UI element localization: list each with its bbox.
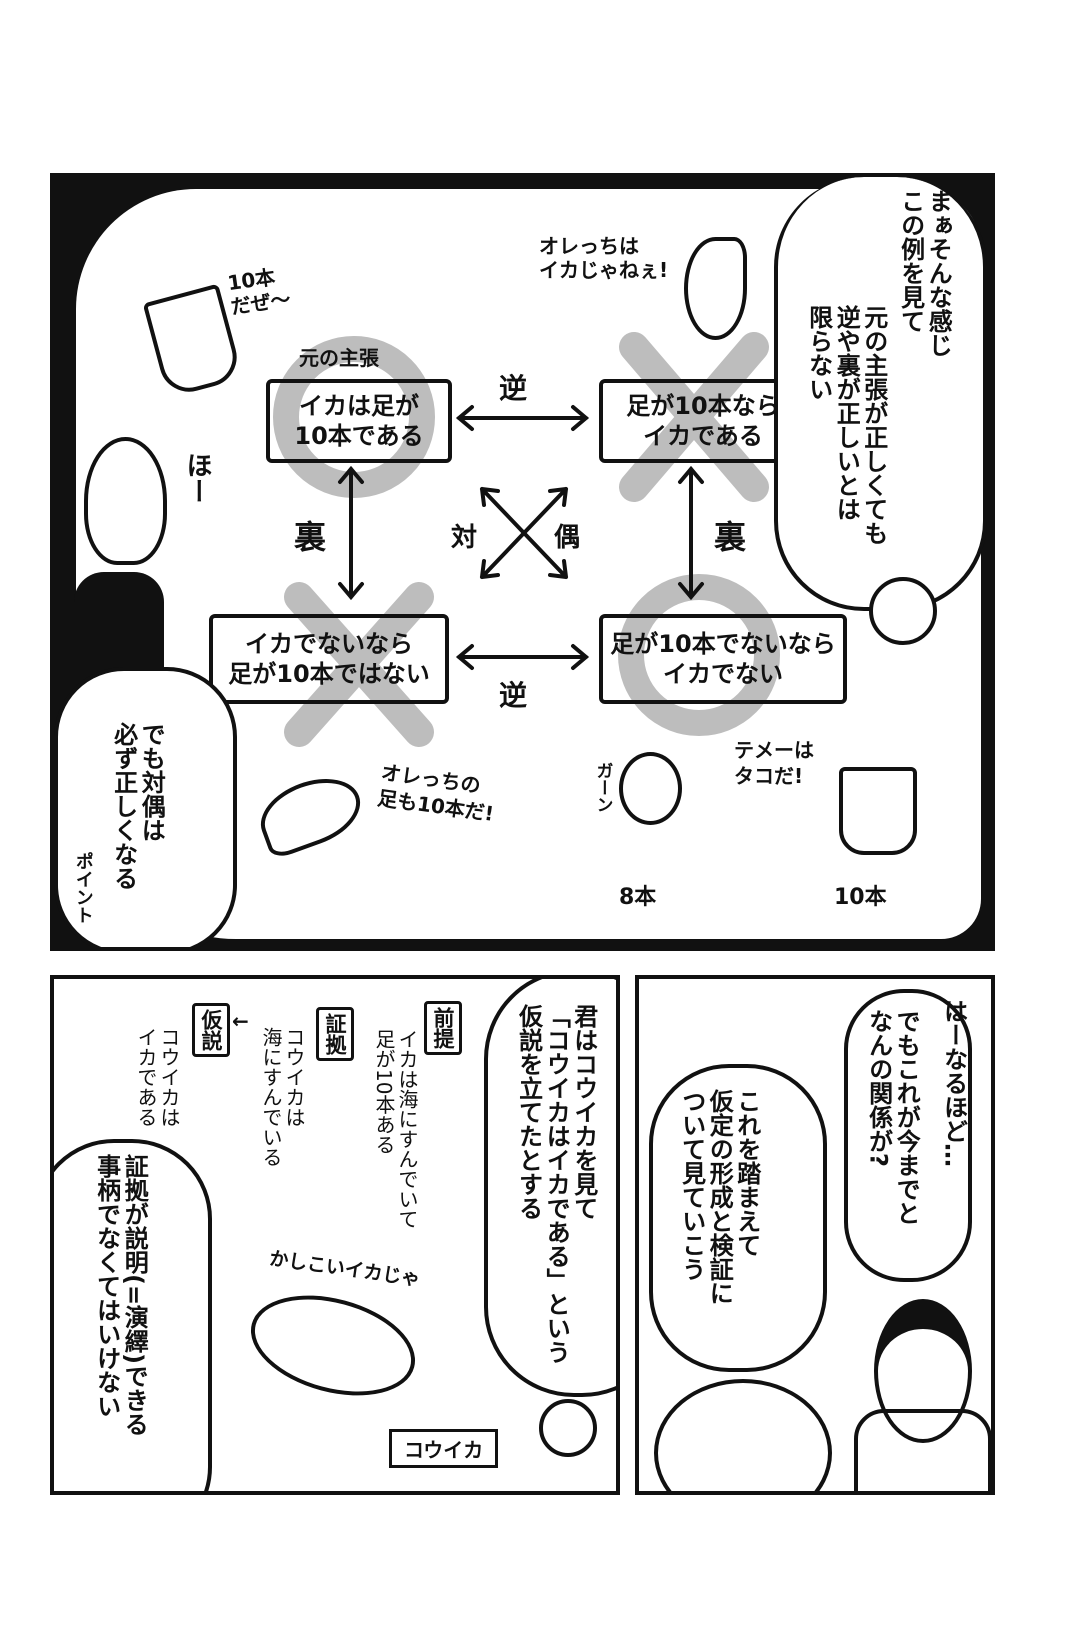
octopus-icon — [619, 752, 682, 825]
squid-speech: 10本 だぜ〜 — [225, 264, 293, 319]
box-contrapositive: 足が10本でないなら イカでない — [599, 614, 847, 704]
note-text: 証拠が説明(=演繹)できる 事柄でなくてはいけない — [92, 1154, 149, 1437]
bottom-right-panel: はーなるほど… でもこれが今までと なんの関係が? これを踏まえて 仮定の形成と… — [635, 975, 995, 1495]
converse-label: 逆 — [499, 372, 528, 405]
truth-marks: ○ × × ○ — [273, 332, 780, 747]
relation-arrows — [338, 405, 704, 670]
inverse-label: 裏 — [294, 518, 327, 556]
speech-3: これを踏まえて 仮定の形成と検証に ついて見ていこう — [677, 1089, 761, 1305]
point-bubble-text: でも対偶は 必ず正しくなる — [109, 722, 166, 890]
premise-text: イカは海にすんでいて 足が10本ある — [372, 1029, 419, 1229]
cuttlefish-speech: かしこいイカじゃ — [268, 1247, 422, 1291]
shrimp-speech-top: オレっちは イカじゃねぇ! — [539, 234, 669, 282]
octopus-sfx: ガーン — [592, 762, 613, 813]
narration-1: まぁそんな感じ この例を見て — [896, 189, 953, 357]
contrapositive-label-2: 偶 — [554, 523, 581, 553]
speech-bubble-3 — [649, 1064, 827, 1372]
student-body — [854, 1409, 991, 1491]
listener-reaction: ほー — [182, 452, 212, 504]
speech-bubble-2 — [844, 989, 972, 1282]
explain-speech: 君はコウイカを見て 「コウイカはイカである」という 仮説を立てたとする — [514, 1004, 598, 1364]
speech-bubble-narration — [774, 177, 987, 611]
inverse-label: 裏 — [714, 518, 747, 556]
shrimp-icon — [684, 237, 747, 340]
narration-2: 元の主張が正しくても 逆や裏が正しいとは 限らない — [804, 305, 888, 545]
contrapositive-label-1: 対 — [451, 523, 478, 553]
octopus-legs-count: 8本 — [619, 885, 657, 910]
professor-icon — [869, 577, 937, 645]
professor-icon — [539, 1399, 597, 1457]
box-inverse: イカでないなら 足が10本ではない — [209, 614, 449, 704]
premise-tag: 前提 — [424, 1001, 462, 1055]
professor-whale-icon — [654, 1379, 832, 1491]
box-converse: 足が10本なら イカである — [599, 379, 807, 463]
hypothesis-tag: 仮説 — [192, 1003, 230, 1057]
true-mark: ○ — [273, 336, 435, 498]
top-panel: ○ × × ○ 元の主張 イカは足が 10本である 足が10本なら イカである … — [50, 173, 995, 951]
hypothesis-text: コウイカは イカである — [134, 1027, 181, 1127]
note-bubble — [54, 1139, 212, 1491]
cuttlefish-label: コウイカ — [389, 1429, 499, 1468]
evidence-text: コウイカは 海にすんでいる — [259, 1027, 306, 1167]
squid-icon — [839, 767, 917, 855]
arrow-icon: ← — [232, 1009, 249, 1033]
evidence-tag: 証拠 — [316, 1007, 354, 1061]
point-bubble — [54, 667, 237, 947]
cuttlefish-icon — [239, 1278, 427, 1413]
speech-2: でもこれが今までと なんの関係が? — [864, 1009, 921, 1225]
listener-head — [84, 437, 167, 565]
squid-legs-count: 10本 — [834, 885, 887, 910]
original-claim-label: 元の主張 — [299, 346, 379, 370]
point-label: ポイント — [72, 852, 94, 924]
false-mark: × — [284, 582, 434, 747]
false-mark: × — [619, 332, 769, 502]
converse-label: 逆 — [499, 679, 528, 712]
bottom-left-panel: 君はコウイカを見て 「コウイカはイカである」という 仮説を立てたとする 前提 イ… — [50, 975, 620, 1495]
box-original-claim: イカは足が 10本である — [266, 379, 452, 463]
squid-speech-bottom: テメーは タコだ! — [734, 738, 814, 788]
